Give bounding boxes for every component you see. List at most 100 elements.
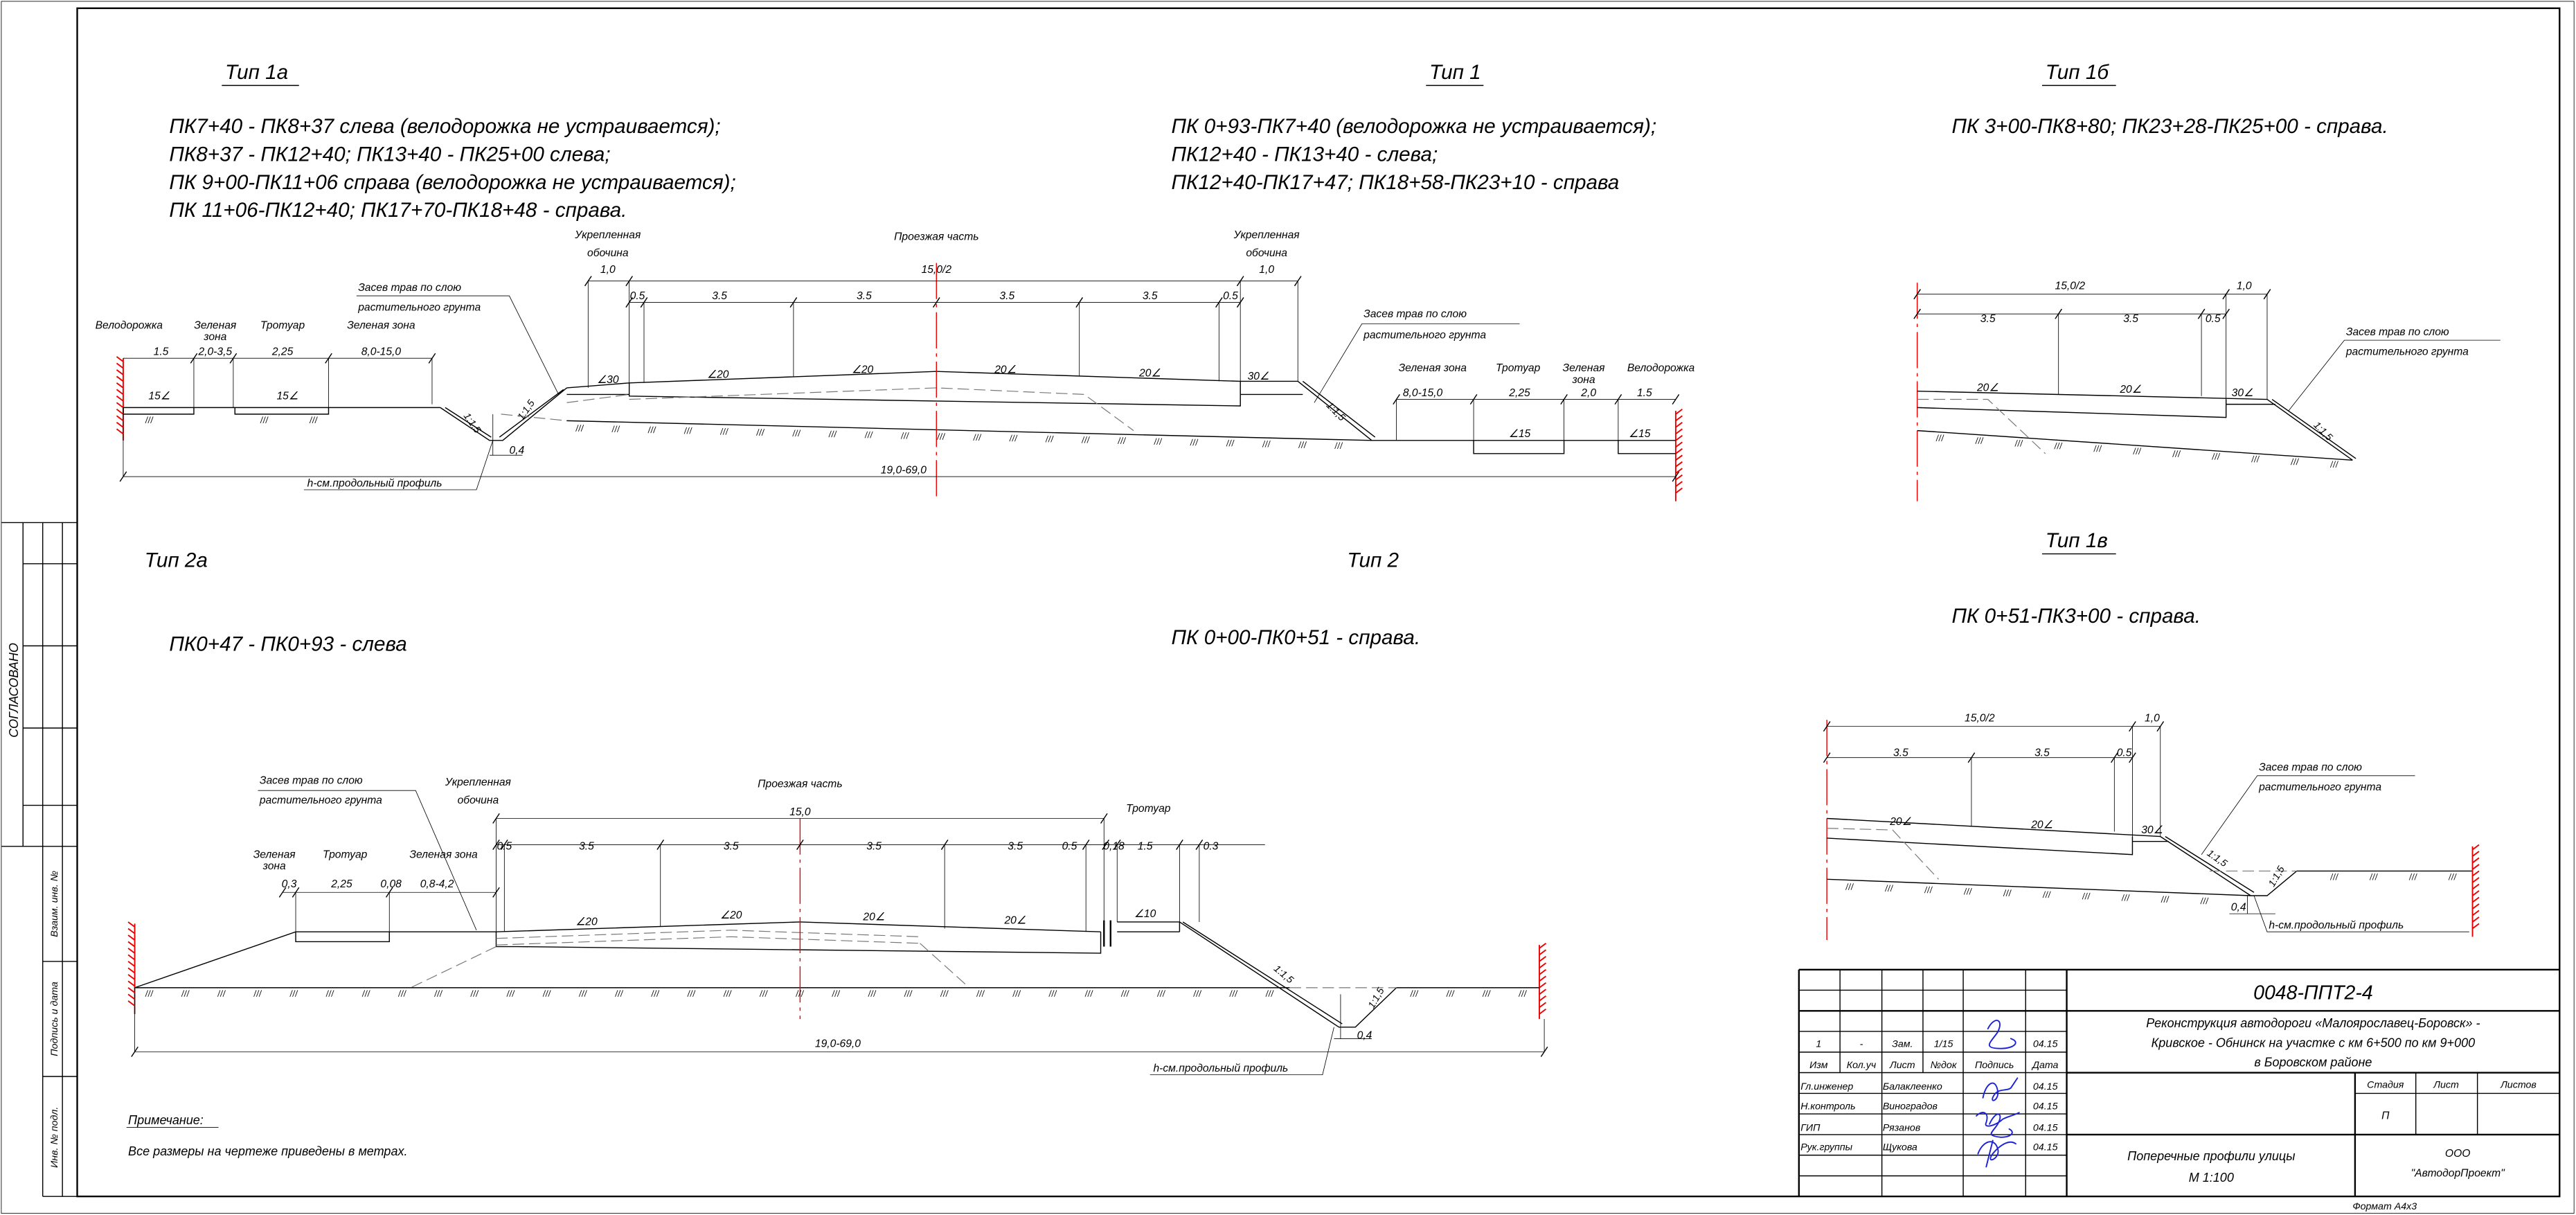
- green-label: Зеленая: [1563, 362, 1606, 374]
- project-title: Реконструкция автодороги «Малоярославец-…: [2146, 1016, 2480, 1030]
- seeding-note: Засев трав по слою: [1363, 308, 1467, 320]
- dim-left: 1.5: [154, 346, 169, 357]
- boundary-hatch: [1539, 943, 1547, 1015]
- dim-right: 1.5: [1637, 387, 1652, 399]
- sidewalk-label: Тротуар: [1496, 362, 1541, 374]
- cross-slope: ∠20: [852, 364, 874, 376]
- seeding-note: растительного грунта: [2345, 346, 2469, 357]
- dim-shoulder: 1,0: [1259, 264, 1274, 276]
- walk-slope: ∠15: [1509, 428, 1531, 440]
- slope-ratio: 1:1,5: [2311, 420, 2335, 443]
- change-date: 04.15: [2033, 1038, 2058, 1049]
- side-stamp: СОГЛАСОВАНО Взаим. инв. № Подпись и дата…: [1, 522, 78, 1197]
- cross-slope: 20∠: [1889, 816, 1911, 828]
- dim-lane: 3.5: [2123, 313, 2138, 325]
- stage-value: П: [2381, 1110, 2390, 1122]
- dim-lane: 0.5: [2117, 747, 2132, 759]
- cross-slope: 20∠: [2030, 819, 2052, 831]
- green-zone-label: Зеленая зона: [1399, 362, 1467, 374]
- header-sign: Подпись: [1975, 1060, 2014, 1071]
- dim-lane: 0.5: [1223, 290, 1238, 302]
- boundary-hatch: [1675, 409, 1683, 494]
- dim-lane: 3.5: [1143, 290, 1158, 302]
- org-name: "АвтодорПроект": [2411, 1168, 2506, 1180]
- total-width: 19,0-69,0: [815, 1038, 861, 1049]
- shoulder-label: обочина: [1246, 247, 1287, 259]
- type-1a-title: Тип 1а: [225, 61, 288, 84]
- pavement: [566, 371, 1303, 407]
- sheet-header: Лист: [2433, 1080, 2459, 1091]
- seeding-note: Засев трав по слою: [2346, 326, 2449, 338]
- cross-slope: 30∠: [1248, 371, 1269, 382]
- signer-date: 04.15: [2033, 1101, 2058, 1112]
- boundary-hatch: [116, 356, 124, 435]
- ditch-depth: 0,4: [509, 445, 524, 456]
- ground-hatch-mark: [260, 416, 318, 424]
- dim-lane: 0.5: [1062, 841, 1077, 853]
- dim-lane: 3.5: [724, 841, 739, 853]
- zone-label: зона: [262, 860, 286, 872]
- shoulder-label: Укрепленная: [1233, 229, 1300, 241]
- seeding-note: растительного грунта: [357, 301, 481, 313]
- slope-ratio: 1:1,5: [1366, 986, 1387, 1010]
- change-doc: 1/15: [1934, 1038, 1953, 1049]
- seeding-note: растительного грунта: [1363, 330, 1486, 342]
- project-title: в Боровском районе: [2254, 1056, 2372, 1070]
- dimension-ticks: [119, 276, 1680, 482]
- walk-slope: 15∠: [276, 391, 298, 402]
- dim-half-width: 15,0/2: [2055, 281, 2086, 292]
- dim-right: 2,25: [1508, 387, 1530, 399]
- green-zone-label: Зеленая зона: [347, 320, 415, 332]
- signer-date: 04.15: [2033, 1142, 2058, 1153]
- type-1a-range: ПК 9+00-ПК11+06 справа (велодорожка не у…: [169, 171, 735, 194]
- format-label: Формат А4х3: [2352, 1201, 2417, 1212]
- dim-shoulder: 1,0: [600, 264, 616, 276]
- total-width: 19,0-69,0: [881, 464, 927, 476]
- cross-slope: ∠20: [707, 369, 729, 381]
- dim-right: 8,0-15,0: [1403, 387, 1443, 399]
- header-izm: Изм: [1809, 1060, 1828, 1071]
- dim-lane: 3.5: [1893, 747, 1908, 759]
- green-zone-label: Зеленая зона: [409, 849, 478, 860]
- dim-left: 2,25: [271, 346, 294, 357]
- type-1b-range: ПК 3+00-ПК8+80; ПК23+28-ПК25+00 - справа…: [1951, 115, 2388, 138]
- type-1a-range: ПК7+40 - ПК8+37 слева (велодорожка не ус…: [169, 115, 720, 138]
- ground-right: [1371, 440, 1676, 454]
- cross-section-type-1v: 15,0/2 1,0 3.5 3.5 0.5 20∠ 20∠ 30∠ 1:1,5…: [1823, 713, 2474, 941]
- type-2-range: ПК 0+00-ПК0+51 - справа.: [1172, 626, 1421, 649]
- type-2a-range: ПК0+47 - ПК0+93 - слева: [169, 633, 406, 656]
- ground-hatch-mark: [1410, 990, 1527, 997]
- cross-section-type-2: Засев трав по слою растительного грунта …: [131, 775, 1548, 1076]
- slope-ratio: 1:1,5: [2205, 848, 2229, 869]
- type-1-range: ПК12+40-ПК17+47; ПК18+58-ПК23+10 - справ…: [1172, 171, 1620, 194]
- dim-left: 0,08: [380, 878, 402, 890]
- signer-date: 04.15: [2033, 1122, 2058, 1133]
- ground-hatch-mark: [1935, 434, 2338, 468]
- dim-right: 2,0: [1580, 387, 1596, 399]
- cross-section-type-1: Укрепленная обочина 1,0 Укрепленная обоч…: [96, 229, 1695, 502]
- sheet-scale: М 1:100: [2189, 1171, 2234, 1185]
- dim-half-width: 15,0/2: [1965, 713, 1995, 725]
- type-1-range: ПК12+40 - ПК13+40 - слева;: [1172, 143, 1438, 166]
- cross-slope: 30∠: [2232, 387, 2253, 399]
- dim-lane: 1.5: [1138, 841, 1153, 853]
- inv-replace-label: Взаим. инв. №: [49, 871, 60, 937]
- cross-slope: 30∠: [2141, 824, 2163, 836]
- dim-lane: 3.5: [999, 290, 1014, 302]
- dim-half-width: 15,0/2: [922, 264, 952, 276]
- bike-label: Велодорожка: [1627, 362, 1695, 374]
- change-num: 1: [1816, 1038, 1821, 1049]
- type-2a-title: Тип 2а: [145, 549, 208, 572]
- h-profile-note: h-см.продольный профиль: [1153, 1063, 1288, 1074]
- dim-left: 0,3: [282, 878, 297, 890]
- sign-date-label: Подпись и дата: [49, 982, 60, 1056]
- sidewalk-label: Тротуар: [323, 849, 368, 860]
- ground-hatch-mark: [1845, 883, 2209, 905]
- green-label: Зеленая: [194, 320, 237, 332]
- dim-lane: 0.5: [2206, 313, 2221, 325]
- cross-slope: 20∠: [994, 364, 1016, 376]
- header-date: Дата: [2031, 1060, 2059, 1071]
- ground-hatch-mark: [2329, 873, 2457, 880]
